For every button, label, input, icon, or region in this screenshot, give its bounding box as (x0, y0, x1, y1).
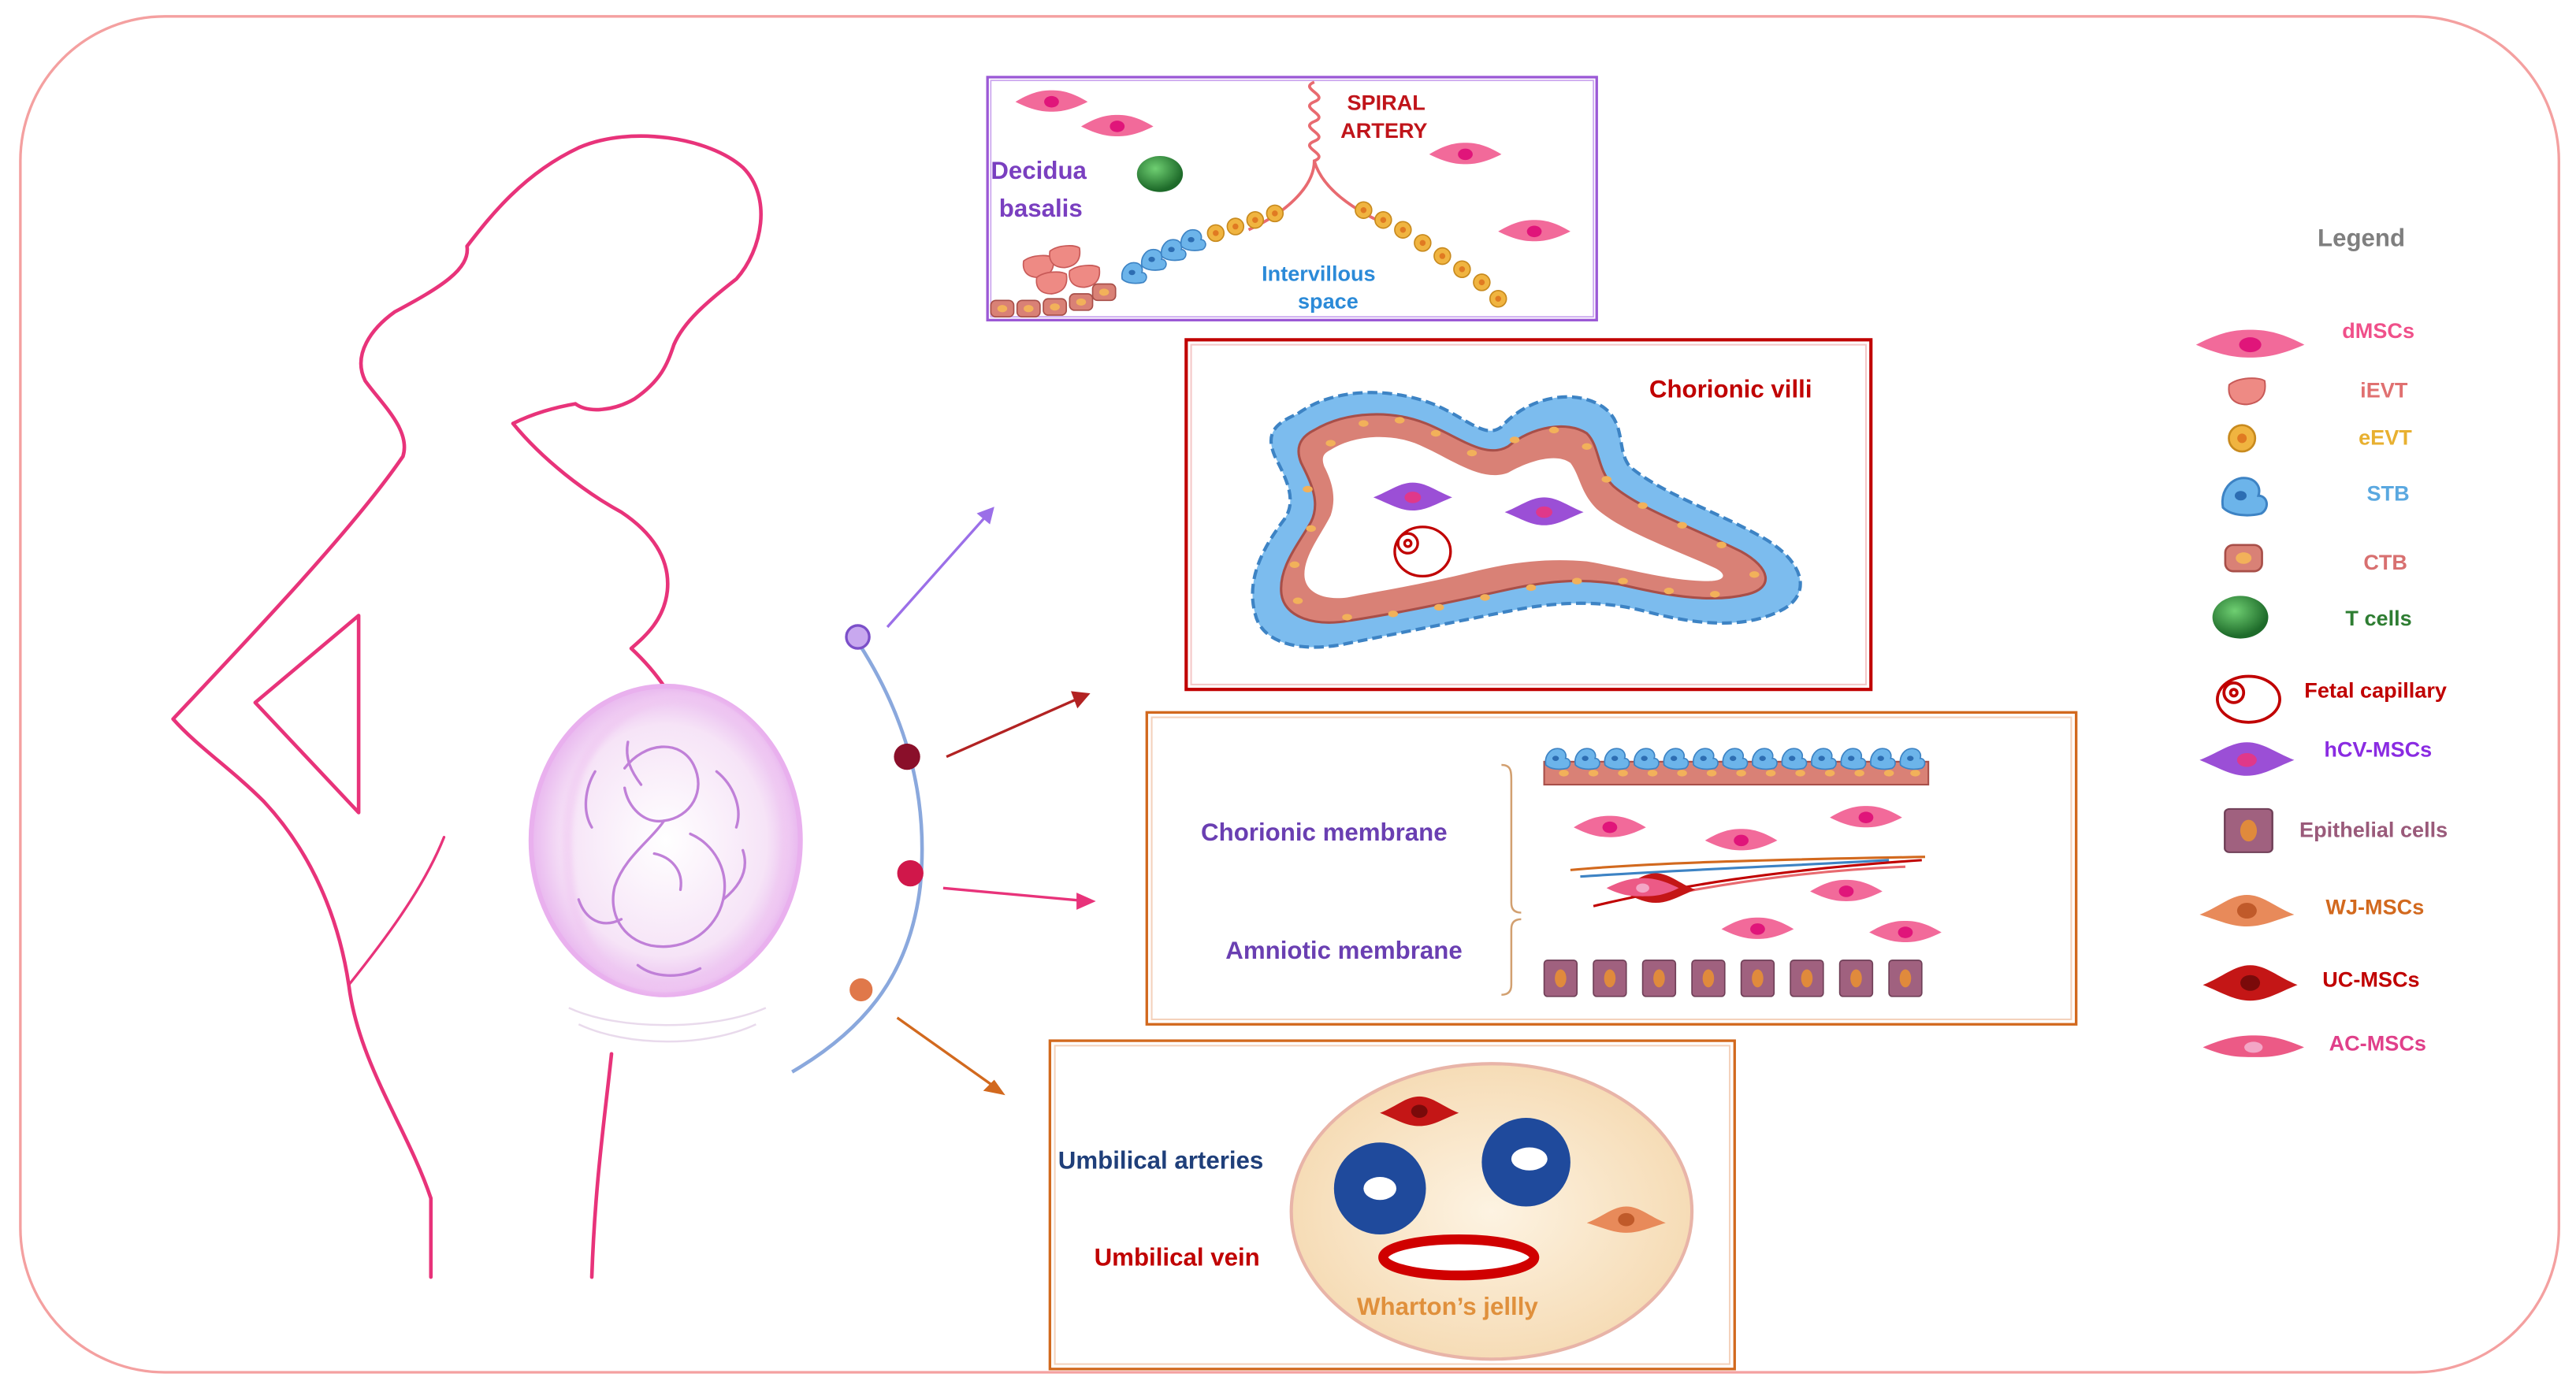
t-cell-icon (2212, 596, 2269, 639)
chorionic-villi-label: Chorionic villi (1649, 375, 1812, 403)
pregnant-woman-silhouette (171, 134, 763, 1279)
outer-frame (19, 15, 2560, 1374)
t-cell (1136, 155, 1184, 192)
legend-label-fetal-capillary: Fetal capillary (2304, 678, 2447, 703)
amniotic-membrane-label: Amniotic membrane (1225, 937, 1462, 964)
legend-label-stb: STB (2367, 481, 2410, 506)
chorion-top-layer (1543, 748, 1930, 786)
legend-label-ievt: iEVT (2360, 377, 2408, 402)
legend-label-eevt: eEVT (2359, 425, 2412, 450)
fetal-membranes-panel: Chorionic membrane Amniotic membrane (1145, 711, 2078, 1026)
ievt-cell-icon (2228, 377, 2266, 406)
villus-stroma (1304, 436, 1723, 599)
umbilical-cord-panel: Umbilical arteries Umbilical vein Wharto… (1048, 1039, 1736, 1371)
chorionic-membrane-label: Chorionic membrane (1201, 818, 1448, 846)
umbilical-artery-left (1333, 1142, 1426, 1234)
womb-fetus-illustration (528, 683, 803, 1043)
legend-label-ac-mscs: AC-MSCs (2329, 1031, 2426, 1056)
chorionic-villi-panel: Chorionic villi (1184, 338, 1873, 692)
legend-label-dmscs: dMSCs (2342, 318, 2414, 343)
legend-label-epithelial-cells: Epithelial cells (2299, 818, 2448, 842)
fetal-capillary (1393, 525, 1452, 578)
legend-label-uc-mscs: UC-MSCs (2322, 967, 2419, 991)
legend-label-wj-mscs: WJ-MSCs (2325, 895, 2424, 919)
arrows (886, 507, 1096, 1096)
epithelial-cell-icon (2223, 807, 2274, 854)
fetal-capillary-icon (2216, 674, 2281, 724)
legend-label-ctb: CTB (2363, 550, 2407, 574)
umbilical-vein-label: Umbilical vein (1095, 1244, 1260, 1271)
intervillous-label-line2: space (1298, 289, 1359, 314)
ctb-cell-icon (2224, 544, 2264, 573)
legend-title: Legend (2318, 225, 2405, 252)
decidua-basalis-panel: SPIRAL ARTERY Decidua basalis Intervillo… (986, 76, 1598, 321)
cord-cross-section (1289, 1062, 1694, 1361)
spiral-artery-label-line2: ARTERY (1340, 118, 1427, 143)
umbilical-arteries-label: Umbilical arteries (1058, 1147, 1264, 1175)
spiral-artery-label-line1: SPIRAL (1347, 91, 1426, 115)
legend: Legend dMSCs iEVT eEVT STB CTB T cells F… (2195, 225, 2448, 1057)
legend-label-hcv-mscs: hCV-MSCs (2324, 737, 2432, 762)
decidua-basalis-label-line1: Decidua (991, 157, 1087, 184)
eevt-cell-icon (2227, 424, 2257, 453)
amniotic-brace (1501, 918, 1522, 996)
umbilical-artery-right (1481, 1118, 1571, 1207)
legend-label-t-cells: T cells (2345, 606, 2411, 630)
whartons-jelly-label: Wharton’s jellly (1357, 1293, 1538, 1320)
intervillous-label-line1: Intervillous (1262, 261, 1375, 285)
chorionic-brace (1501, 763, 1522, 914)
decidua-basalis-label-line2: basalis (999, 195, 1083, 222)
connector-arc (791, 624, 924, 1074)
umbilical-vein (1378, 1234, 1540, 1281)
